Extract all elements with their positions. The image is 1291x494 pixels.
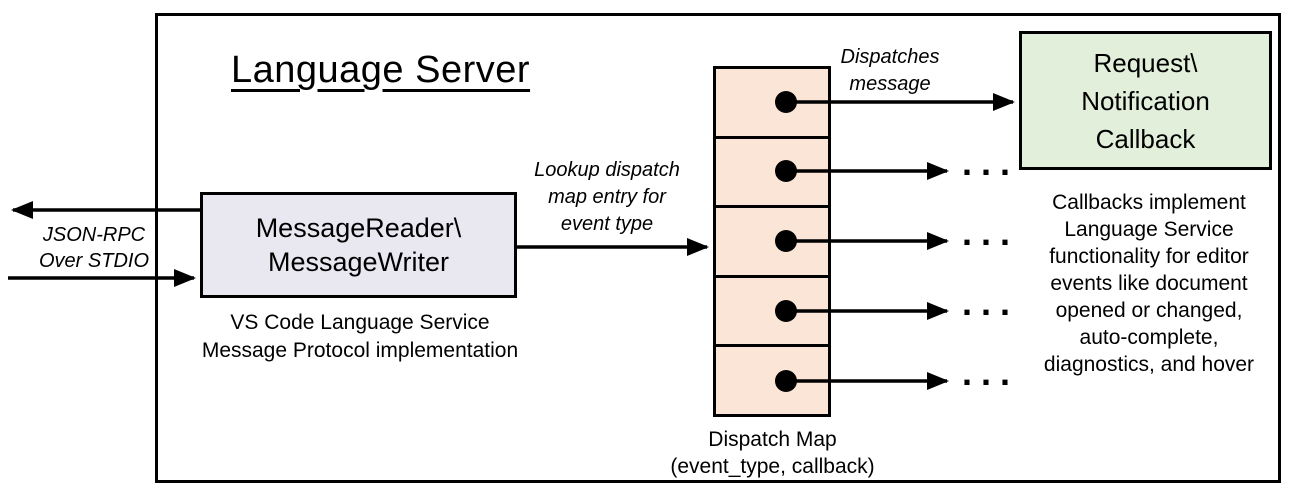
ellipsis-row-5: ... (962, 352, 1020, 393)
request-notification-callback-box: Request\ Notification Callback (1019, 31, 1272, 170)
ellipsis-row-3: ... (962, 212, 1020, 253)
callbacks-note-line-5: opened or changed, (1055, 299, 1243, 322)
page-title: Language Server (231, 49, 531, 91)
lookup-label-line-3: event type (560, 213, 654, 235)
callbacks-note-line-4: events like document (1050, 272, 1248, 295)
callback-box-line-2: Notification (1081, 85, 1210, 116)
lookup-dispatch-label: Lookup dispatch map entry for event type (512, 157, 702, 238)
dispatch-map-caption: Dispatch Map (event_type, callback) (640, 426, 905, 480)
dispatches-label-line-1: Dispatches (840, 46, 940, 68)
callbacks-note-line-1: Callbacks implement (1052, 191, 1246, 214)
callbacks-note-line-3: functionality for editor (1049, 245, 1249, 268)
ellipsis-row-4: ... (962, 282, 1020, 323)
language-server-container (155, 13, 1281, 483)
ellipsis-row-2: ... (962, 142, 1020, 183)
reader-box-line-2: MessageWriter (267, 247, 450, 277)
callbacks-note-line-2: Language Service (1064, 218, 1234, 241)
callbacks-note-line-7: diagnostics, and hover (1043, 353, 1255, 376)
lookup-label-line-2: map entry for (548, 186, 666, 208)
dispatch-map-cell-1 (716, 69, 828, 136)
dispatch-map-cell-5 (716, 344, 828, 414)
callbacks-note: Callbacks implement Language Service fun… (1017, 189, 1281, 378)
json-rpc-label: JSON-RPC Over STDIO (24, 222, 164, 274)
json-rpc-label-line-1: JSON-RPC (42, 224, 146, 246)
dispatches-label-line-2: message (849, 73, 931, 95)
json-rpc-label-line-2: Over STDIO (38, 250, 149, 272)
callbacks-note-line-6: auto-complete, (1079, 326, 1219, 349)
dispatch-map-caption-line-1: Dispatch Map (708, 428, 837, 451)
dispatches-message-label: Dispatches message (826, 44, 954, 98)
reader-caption-line-1: VS Code Language Service (230, 311, 490, 334)
dispatch-map (713, 66, 831, 417)
lookup-label-line-1: Lookup dispatch (534, 159, 680, 181)
reader-box-line-1: MessageReader\ (255, 213, 462, 243)
reader-caption: VS Code Language Service Message Protoco… (178, 309, 542, 365)
message-reader-writer-box: MessageReader\ MessageWriter (200, 192, 517, 298)
dispatch-map-cell-2 (716, 135, 828, 206)
reader-caption-line-2: Message Protocol implementation (201, 339, 519, 362)
dispatch-map-cell-3 (716, 205, 828, 275)
callback-box-line-3: Callback (1095, 123, 1196, 154)
callback-box-line-1: Request\ (1093, 47, 1198, 78)
dispatch-map-caption-line-2: (event_type, callback) (670, 455, 875, 478)
dispatch-map-cell-4 (716, 274, 828, 345)
